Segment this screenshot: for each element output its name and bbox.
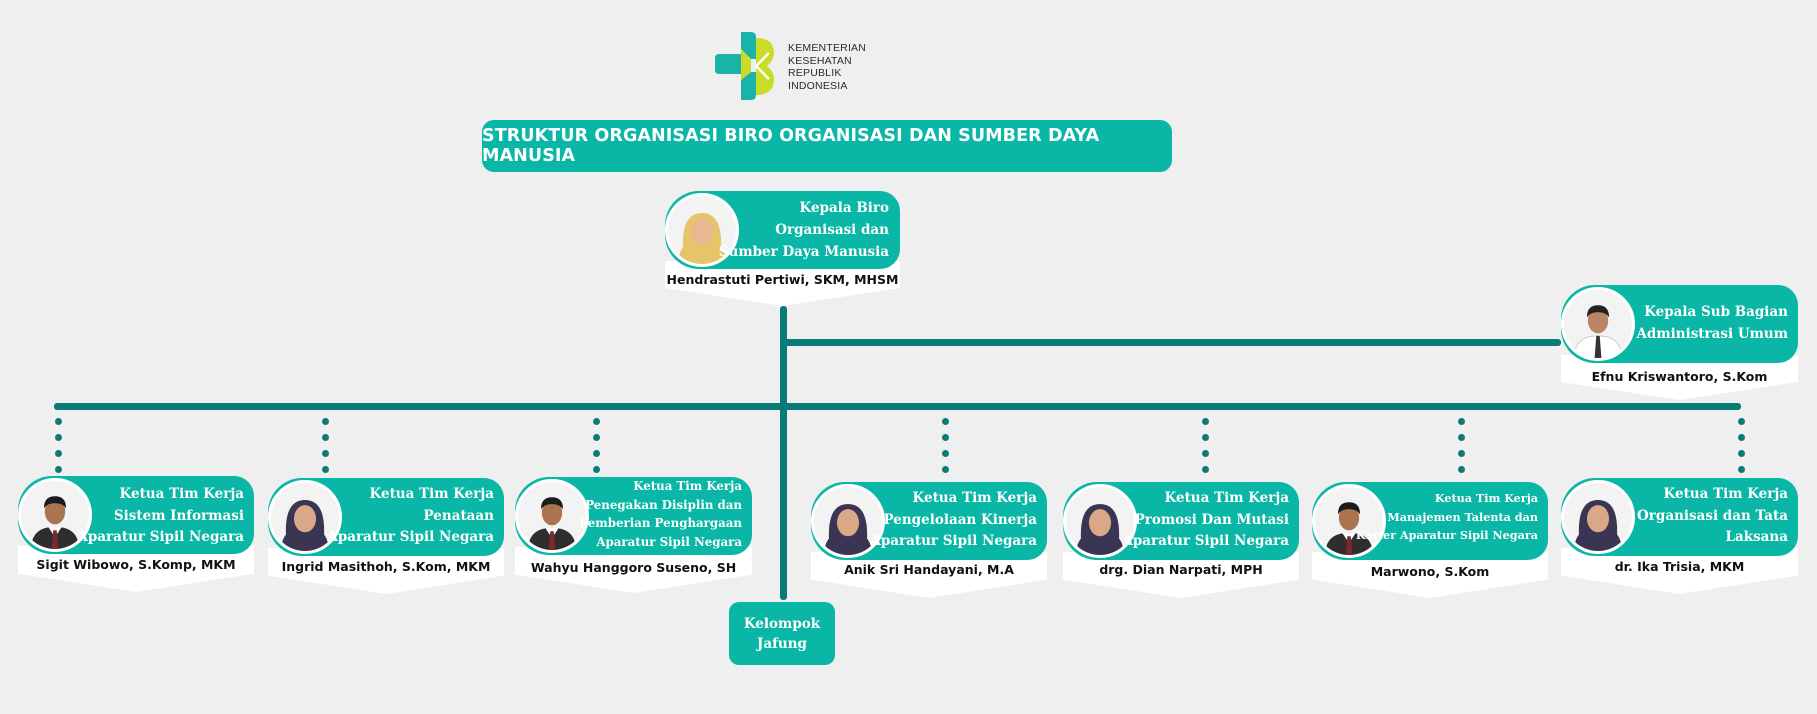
connector-dot bbox=[1202, 434, 1209, 441]
connector-dot bbox=[322, 466, 329, 473]
connector-dot bbox=[322, 434, 329, 441]
logo-line: KEMENTERIAN bbox=[788, 42, 867, 54]
connector-dot bbox=[322, 418, 329, 425]
subbag-photo bbox=[1561, 287, 1635, 361]
team-role: Ketua Tim Kerja Sistem Informasi Aparatu… bbox=[77, 486, 244, 545]
connector-dot bbox=[1202, 418, 1209, 425]
team-role: Ketua Tim Kerja Organisasi dan Tata Laks… bbox=[1637, 486, 1788, 545]
team-photo bbox=[515, 479, 589, 553]
connector-dot bbox=[942, 434, 949, 441]
team-role: Ketua Tim Kerja Promosi Dan Mutasi Apara… bbox=[1122, 490, 1289, 549]
man-avatar-icon bbox=[21, 481, 89, 549]
connector-dot bbox=[1458, 434, 1465, 441]
connector-dot bbox=[322, 450, 329, 457]
connector-dot bbox=[942, 418, 949, 425]
connector-dot bbox=[1458, 450, 1465, 457]
connector-dot bbox=[1458, 418, 1465, 425]
head-role: Kepala Biro Organisasi dan Sumber Daya M… bbox=[718, 200, 889, 260]
team-role: Ketua Tim Kerja Penegakan Disiplin dan P… bbox=[579, 479, 742, 549]
subbag-role: Kepala Sub Bagian Administrasi Umum bbox=[1636, 304, 1788, 342]
head-name: Hendrastuti Pertiwi, SKM, MHSM bbox=[666, 272, 899, 287]
connector-dot bbox=[1202, 450, 1209, 457]
team-card: Ketua Tim Kerja Penegakan Disiplin dan P… bbox=[515, 477, 752, 593]
connector-dot bbox=[1738, 450, 1745, 457]
team-card: Ketua Tim Kerja Organisasi dan Tata Laks… bbox=[1561, 478, 1798, 594]
connector-dot bbox=[942, 450, 949, 457]
head-photo bbox=[665, 193, 739, 267]
connector-dot bbox=[593, 450, 600, 457]
subbag-card: Kepala Sub Bagian Administrasi Umum Efnu… bbox=[1561, 285, 1798, 400]
connector-dot bbox=[1738, 434, 1745, 441]
team-photo bbox=[1561, 480, 1635, 554]
connector-dot bbox=[55, 418, 62, 425]
woman-hijab-avatar-icon bbox=[668, 196, 736, 264]
team-photo bbox=[268, 480, 342, 554]
logo-line: KESEHATAN bbox=[788, 54, 852, 67]
team-card: Ketua Tim Kerja Penataan Aparatur Sipil … bbox=[268, 478, 504, 594]
team-card: Ketua Tim Kerja Manajemen Talenta dan Ka… bbox=[1312, 482, 1548, 598]
connector-dot bbox=[55, 466, 62, 473]
team-leader-name: dr. Ika Trisia, MKM bbox=[1614, 559, 1745, 574]
connector-dot bbox=[1738, 418, 1745, 425]
connector-dot bbox=[55, 434, 62, 441]
connector-dot bbox=[942, 466, 949, 473]
logo-line: REPUBLIK bbox=[788, 67, 842, 79]
connector-dot bbox=[1202, 466, 1209, 473]
woman-hijab-avatar-icon bbox=[814, 487, 882, 555]
connector-dot bbox=[593, 434, 600, 441]
kemenkes-logo-text: KEMENTERIAN KESEHATAN REPUBLIK INDONESIA bbox=[788, 42, 866, 92]
team-leader-name: drg. Dian Narpati, MPH bbox=[1099, 562, 1263, 577]
team-role: Ketua Tim Kerja Pengelolaan Kinerja Apar… bbox=[870, 490, 1037, 549]
kelompok-jafung-box: Kelompok Jafung bbox=[729, 602, 835, 665]
connector-dot bbox=[593, 466, 600, 473]
team-photo bbox=[811, 484, 885, 558]
man-avatar-icon bbox=[1315, 487, 1383, 555]
team-role: Ketua Tim Kerja Penataan Aparatur Sipil … bbox=[327, 486, 494, 545]
kemenkes-logo-mark-icon bbox=[715, 32, 774, 100]
team-leader-name: Marwono, S.Kom bbox=[1370, 564, 1490, 579]
team-leader-name: Wahyu Hanggoro Suseno, SH bbox=[530, 560, 737, 575]
subbag-name: Efnu Kriswantoro, S.Kom bbox=[1591, 369, 1768, 384]
team-photo bbox=[1063, 484, 1137, 558]
page-title: STRUKTUR ORGANISASI BIRO ORGANISASI DAN … bbox=[482, 120, 1172, 172]
connector-dot bbox=[1738, 466, 1745, 473]
team-card: Ketua Tim Kerja Promosi Dan Mutasi Apara… bbox=[1063, 482, 1299, 598]
team-photo bbox=[1312, 484, 1386, 558]
connector-dot bbox=[1458, 466, 1465, 473]
connector-dot bbox=[55, 450, 62, 457]
logo-line: INDONESIA bbox=[788, 79, 848, 92]
woman-hijab-avatar-icon bbox=[271, 483, 339, 551]
main-vertical-connector bbox=[780, 306, 787, 600]
team-card: Ketua Tim Kerja Sistem Informasi Aparatu… bbox=[18, 476, 254, 592]
man-avatar-icon bbox=[1564, 290, 1632, 358]
man-avatar-icon bbox=[518, 482, 586, 550]
head-card: Kepala Biro Organisasi dan Sumber Daya M… bbox=[665, 191, 900, 306]
woman-hijab-avatar-icon bbox=[1564, 483, 1632, 551]
team-leader-name: Ingrid Masithoh, S.Kom, MKM bbox=[281, 559, 491, 574]
connector-dot bbox=[593, 418, 600, 425]
woman-hijab-avatar-icon bbox=[1066, 487, 1134, 555]
team-card: Ketua Tim Kerja Pengelolaan Kinerja Apar… bbox=[811, 482, 1047, 598]
teams-horizontal-connector bbox=[54, 403, 1741, 410]
team-photo bbox=[18, 478, 92, 552]
team-leader-name: Anik Sri Handayani, M.A bbox=[844, 562, 1014, 577]
kemenkes-logo: KEMENTERIAN KESEHATAN REPUBLIK INDONESIA bbox=[715, 30, 875, 104]
subbag-horizontal-connector bbox=[783, 339, 1561, 346]
team-leader-name: Sigit Wibowo, S.Komp, MKM bbox=[36, 557, 236, 572]
team-role: Ketua Tim Kerja Manajemen Talenta dan Ka… bbox=[1355, 491, 1538, 542]
